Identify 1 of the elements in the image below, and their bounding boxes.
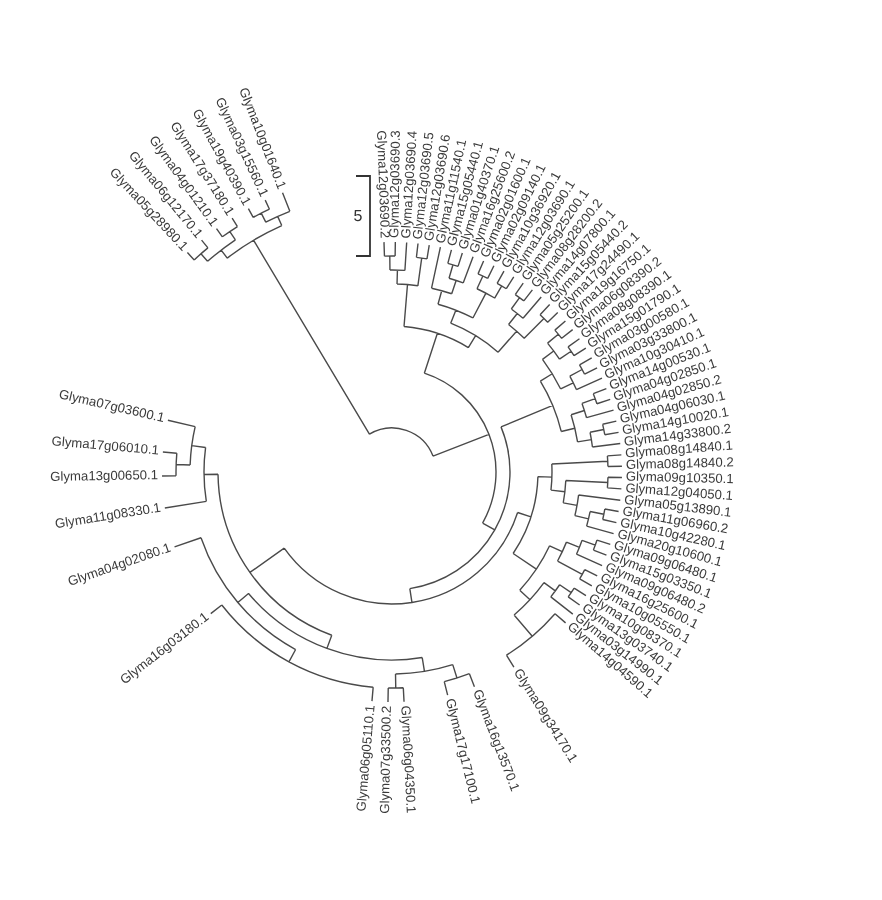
scale-label: 5 (353, 207, 363, 225)
